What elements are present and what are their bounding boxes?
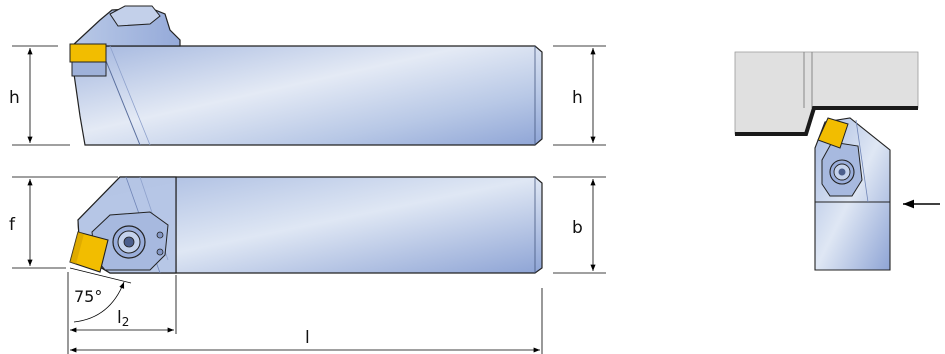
workpiece-view [734, 51, 940, 271]
insert-edge [70, 232, 84, 264]
pin-icon [156, 231, 164, 239]
holder-shank-side [71, 39, 543, 146]
label-angle: 75° [74, 287, 102, 306]
pin-icon [156, 248, 164, 256]
bevel-edge [109, 45, 151, 146]
dimension-h-left: h [9, 45, 70, 146]
clamp-top [109, 5, 161, 27]
holder-plan-view [69, 176, 543, 274]
label-f: f [9, 215, 16, 235]
bevel-edge [855, 119, 869, 203]
insert-seat-side [71, 61, 107, 77]
angle-annotation: 75° [69, 267, 132, 323]
dimension-l: l [70, 288, 543, 354]
screw-socket [123, 236, 135, 248]
insert-side [69, 43, 107, 63]
bevel-edge [99, 45, 141, 146]
label-h-left: h [9, 88, 20, 108]
label-l: l [305, 328, 310, 348]
dimension-l2: l2 [67, 272, 177, 354]
label-h-right: h [572, 88, 583, 108]
insert-working [817, 117, 849, 149]
dimension-f: f [9, 176, 118, 269]
holder-side-view [69, 5, 543, 146]
dimension-b: b [553, 176, 606, 274]
label-b: b [572, 218, 583, 238]
workpiece-profile [735, 106, 918, 136]
label-l2: l2 [117, 308, 129, 329]
screw-socket [838, 168, 846, 176]
dimension-h-right: h [553, 45, 606, 146]
